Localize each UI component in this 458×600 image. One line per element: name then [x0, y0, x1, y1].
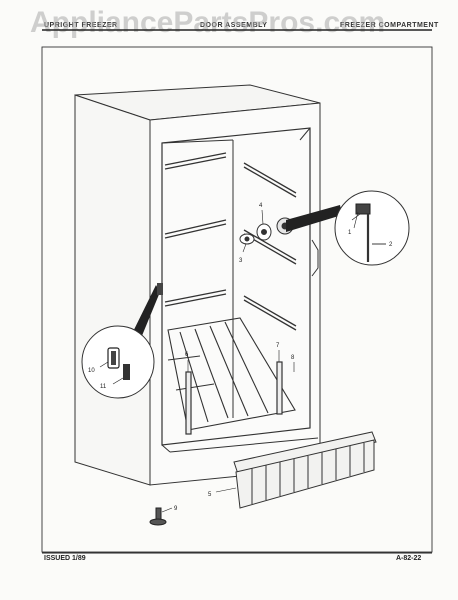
callout-3: 3	[239, 258, 243, 264]
callouts: 1 2 3 4 5 6 7 8 9 10 11	[88, 203, 393, 513]
callout-1: 1	[348, 230, 352, 236]
thermostat-assembly	[239, 217, 294, 245]
hinge-on-cabinet	[157, 283, 163, 295]
header-left-label: UPRIGHT FREEZER	[44, 22, 118, 29]
callout-10: 10	[88, 368, 95, 374]
page-code: A-82-22	[396, 555, 422, 562]
shelf-rails	[164, 152, 297, 331]
callout-9: 9	[174, 506, 178, 512]
issued-date: ISSUED 1/89	[44, 555, 86, 562]
callout-5: 5	[208, 492, 212, 498]
header-right-label: FREEZER COMPARTMENT	[340, 22, 439, 29]
callout-11: 11	[100, 384, 107, 390]
bottom-basket	[167, 317, 296, 431]
leveling-leg	[149, 507, 167, 526]
border-frame	[41, 46, 433, 553]
callout-6: 6	[185, 352, 189, 358]
shelf-posts	[185, 361, 283, 435]
freezer-cabinet	[74, 84, 321, 486]
watermark: AppliancePartsPros.com	[30, 6, 386, 39]
callout-2: 2	[389, 242, 393, 248]
detail-bubble-door-hinge	[81, 283, 163, 399]
detail-bubble-thermostat	[286, 190, 410, 266]
callout-7: 7	[276, 343, 280, 349]
header-center-label: DOOR ASSEMBLY	[200, 22, 268, 29]
callout-8: 8	[291, 355, 295, 361]
kick-plate	[233, 431, 377, 509]
callout-4: 4	[259, 203, 263, 209]
